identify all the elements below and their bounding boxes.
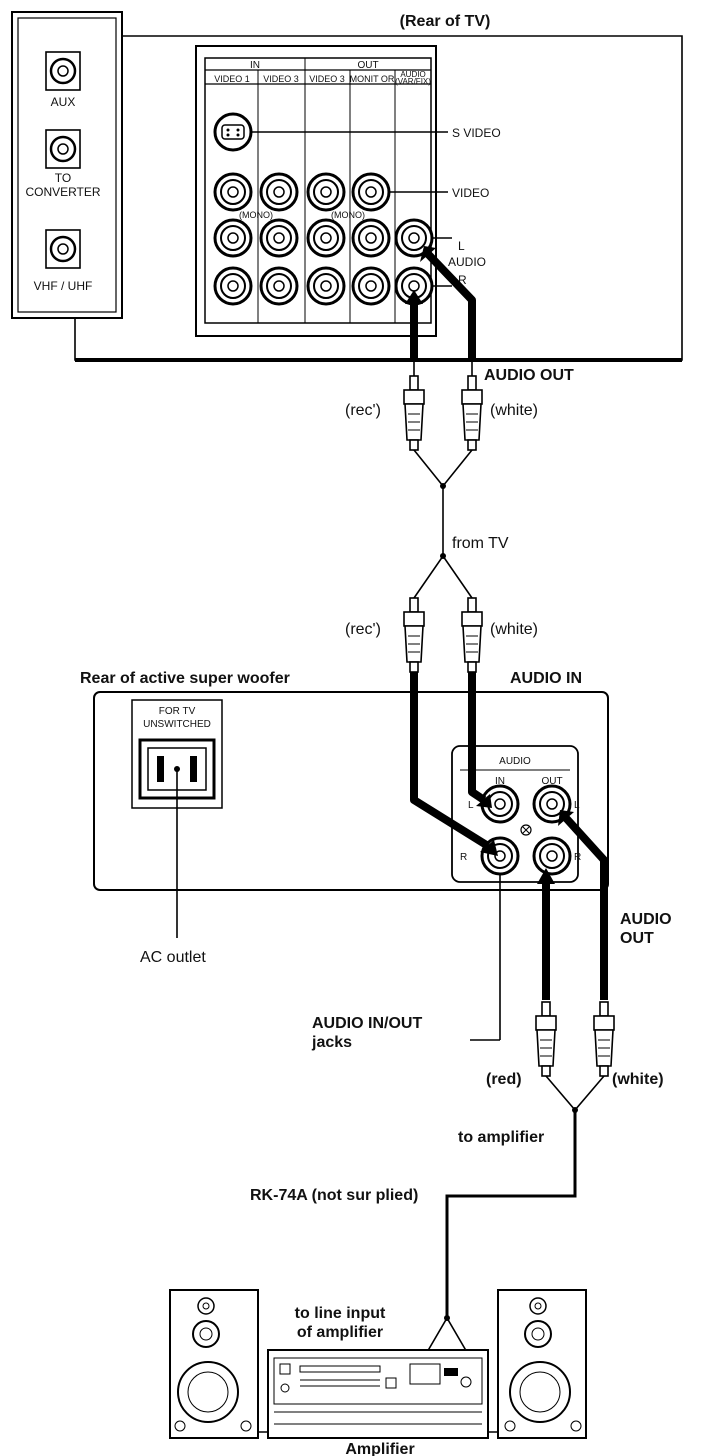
col-label-monitor: MONIT OR [350, 74, 395, 84]
col-label-video3b: VIDEO 3 [309, 74, 345, 84]
jack-video-1 [213, 172, 253, 212]
amplifier-label: Amplifier [345, 1441, 414, 1456]
jack-video-2 [259, 172, 299, 212]
video-label: VIDEO [452, 186, 489, 200]
l-label: L [458, 239, 465, 253]
aux-jack [45, 51, 81, 91]
white-label-mid: (white) [490, 621, 538, 638]
red-label-top: (rec') [345, 402, 381, 419]
panel-in-label: IN [495, 776, 505, 787]
jack-r-4 [351, 266, 391, 306]
plug-white-top [461, 375, 483, 451]
ac-outlet-label: AC outlet [140, 949, 206, 966]
red-label-bottom: (red) [486, 1071, 522, 1088]
jack-r-1 [213, 266, 253, 306]
s-video-jack [213, 112, 253, 152]
converter-label-2: CONVERTER [25, 185, 100, 199]
r-label: R [458, 273, 467, 287]
panel-l-label-in: L [468, 800, 474, 811]
panel-l-label-out: L [574, 800, 580, 811]
mono-label-1: (MONO) [239, 210, 273, 220]
jack-l-1 [213, 218, 253, 258]
col-label-audio: AUDIO [400, 70, 425, 79]
plug-red-bottom [535, 1001, 557, 1077]
jack-r-2 [259, 266, 299, 306]
panel-out-label: OUT [541, 776, 562, 787]
out-header: OUT [357, 60, 378, 71]
line-input-label-1: to line input [295, 1305, 386, 1322]
col-label-video1: VIDEO 1 [214, 74, 250, 84]
jack-r-3 [306, 266, 346, 306]
vhf-jack [45, 229, 81, 269]
panel-r-label-out: R [574, 852, 581, 863]
left-speaker [169, 1289, 259, 1439]
col-label-audio-sub: (VAR/FIX) [395, 77, 431, 86]
panel-r-label-in: R [460, 852, 467, 863]
audio-out-label-1: AUDIO [620, 911, 672, 928]
plug-red-mid [403, 597, 425, 673]
jack-video-3 [306, 172, 346, 212]
rk74a-label: RK-74A (not sur plied) [250, 1187, 418, 1204]
jacks-label-2: jacks [311, 1034, 352, 1051]
panel-audio-label: AUDIO [499, 756, 531, 767]
white-label-top: (white) [490, 402, 538, 419]
mono-label-2: (MONO) [331, 210, 365, 220]
white-label-bottom: (white) [612, 1071, 664, 1088]
woofer-rear: Rear of active super woofer AUDIO IN FOR… [80, 670, 672, 1051]
woofer-title: Rear of active super woofer [80, 670, 290, 687]
vhf-label: VHF / UHF [34, 279, 93, 293]
col-label-video3a: VIDEO 3 [263, 74, 299, 84]
tv-cable: AUDIO OUT (rec') (white) from TV (rec') … [345, 360, 574, 673]
to-amplifier-label: to amplifier [458, 1129, 544, 1146]
converter-jack [45, 129, 81, 169]
woofer-audio-panel: AUDIO IN OUT L L R R [451, 745, 581, 883]
audio-label: AUDIO [448, 255, 486, 269]
right-speaker [497, 1289, 587, 1439]
outlet-label-2: UNSWITCHED [143, 719, 211, 730]
from-tv-label: from TV [452, 535, 509, 552]
audio-out-label-2: OUT [620, 930, 654, 947]
jack-video-4 [351, 172, 391, 212]
jacks-label-1: AUDIO IN/OUT [312, 1015, 422, 1032]
jack-l-3 [306, 218, 346, 258]
jack-l-4 [351, 218, 391, 258]
tv-rear: (Rear of TV) AUX TO CONVERTER VHF / UHF [11, 11, 683, 362]
tv-title: (Rear of TV) [400, 13, 491, 30]
plug-red-top [403, 375, 425, 451]
s-video-label: S VIDEO [452, 126, 501, 140]
plug-white-mid [461, 597, 483, 673]
audio-out-label: AUDIO OUT [484, 367, 574, 384]
line-input-label-2: of amplifier [297, 1324, 383, 1341]
plug-white-bottom [593, 1001, 615, 1077]
in-header: IN [250, 60, 260, 71]
outlet-label-1: FOR TV [159, 706, 196, 717]
red-label-mid: (rec') [345, 621, 381, 638]
amplifier [258, 1349, 498, 1439]
jack-l-2 [259, 218, 299, 258]
woofer-out-r [532, 836, 572, 876]
audio-in-label: AUDIO IN [510, 670, 582, 687]
converter-label-1: TO [55, 171, 71, 185]
amp-cable: (red) (white) to amplifier RK-74A (not s… [250, 1001, 664, 1433]
aux-label: AUX [51, 95, 76, 109]
